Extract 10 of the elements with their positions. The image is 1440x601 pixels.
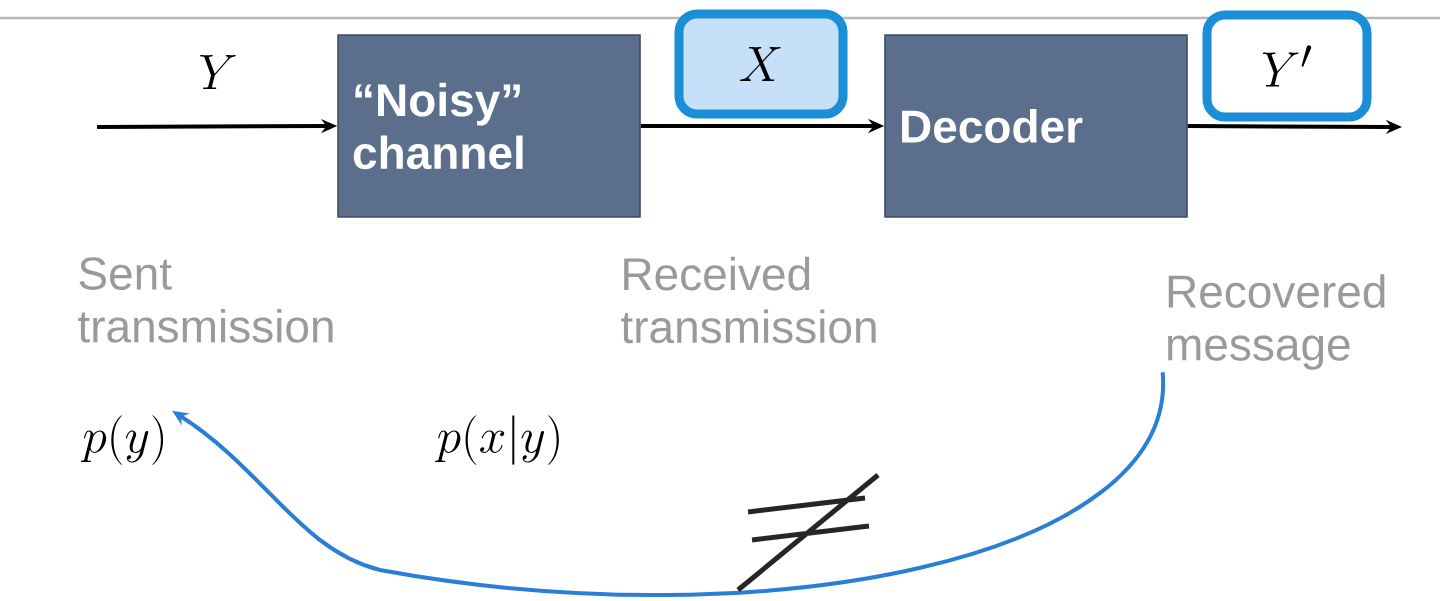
text-label: Sent transmission <box>78 257 333 343</box>
process-box: Decoder <box>884 34 1188 218</box>
edge-label: $Y$ <box>196 53 240 91</box>
signal-box: $X$ <box>674 9 848 119</box>
formula: $p(y)$ <box>80 415 164 465</box>
signal-box: $Y'$ <box>1202 10 1372 122</box>
text-label: Recovered message <box>1168 274 1385 370</box>
process-box: “Noisy” channel <box>337 34 641 218</box>
text-label: Received transmission <box>621 256 876 344</box>
formula: $p(x|y)$ <box>435 415 559 465</box>
